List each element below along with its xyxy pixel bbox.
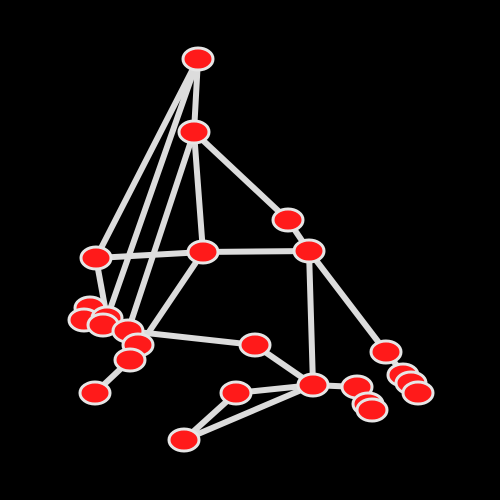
node-left-mid xyxy=(79,245,113,271)
node-left-bottom xyxy=(78,380,112,406)
edge-left-mid-center-mid xyxy=(92,248,207,262)
node-center-low xyxy=(238,332,272,358)
edge-center-mid-right-mid xyxy=(199,247,313,256)
edge-left-low-e-center-low xyxy=(124,327,259,349)
edge-right-mid-hub xyxy=(305,247,317,389)
node-right-low-g xyxy=(355,397,389,423)
edge-apex-left-low-c xyxy=(103,55,202,322)
node-right-low-d xyxy=(401,380,435,406)
edge-right-mid-right-low-a xyxy=(304,246,391,357)
node-bottom xyxy=(167,427,201,453)
node-right-shoulder xyxy=(271,207,305,233)
node-apex xyxy=(181,46,215,72)
nodes xyxy=(67,46,435,453)
node-hub xyxy=(296,372,330,398)
edge-hub-bottom xyxy=(180,381,317,444)
node-left-low-g xyxy=(113,347,147,373)
edge-upper-right-shoulder xyxy=(189,127,293,225)
node-right-mid xyxy=(292,238,326,264)
node-center-mid xyxy=(186,239,220,265)
edge-upper-left-low-e xyxy=(124,128,198,335)
node-upper xyxy=(177,119,211,145)
node-lower-mid xyxy=(219,380,253,406)
edge-upper-center-mid xyxy=(190,128,207,256)
node-right-low-a xyxy=(369,339,403,365)
edge-apex-left-mid xyxy=(91,54,203,263)
